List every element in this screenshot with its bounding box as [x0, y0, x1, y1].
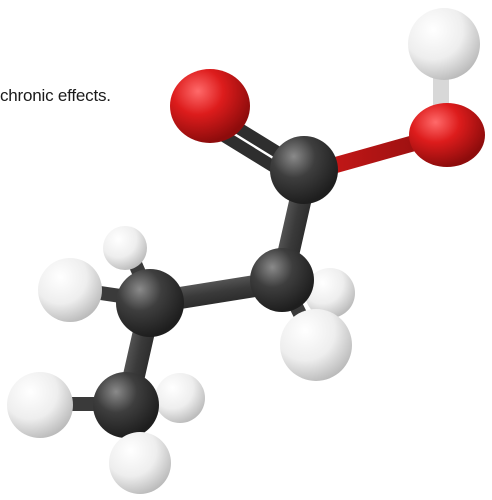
hydrogen-atom-c4-right: [155, 373, 205, 423]
caption-text: chronic effects.: [0, 86, 111, 105]
carbon-atom-c4: [93, 372, 159, 438]
oxygen-atom-carbonyl: [170, 69, 250, 143]
hydrogen-atom-c4-bottom: [109, 432, 171, 494]
carbon-atom-c3: [116, 269, 184, 337]
hydrogen-atom-c2-right: [305, 268, 355, 318]
hydrogen-atom-c2-lower: [280, 309, 352, 381]
hydrogen-atom-hydroxyl: [408, 8, 480, 80]
oxygen-atom-hydroxyl: [409, 103, 485, 167]
hydrogen-atom-c4-left: [7, 372, 73, 438]
carbon-atom-c2: [250, 248, 314, 312]
carbon-atom-c1: [270, 136, 338, 204]
hydrogen-atom-c3-left: [38, 258, 102, 322]
atoms: [7, 8, 485, 494]
hydrogen-atom-c3-top: [103, 226, 147, 270]
